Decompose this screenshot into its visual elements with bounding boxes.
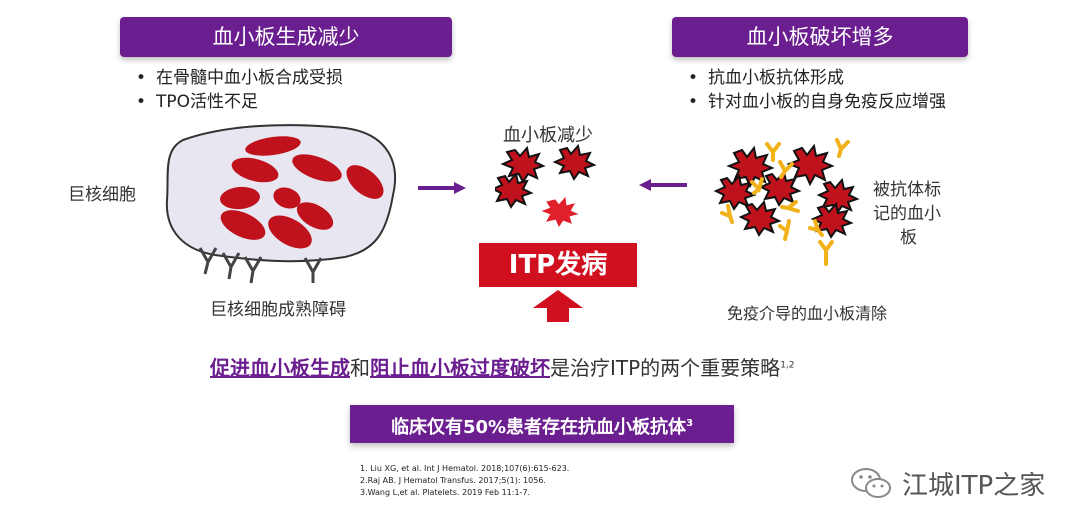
strategy-statement: 促进血小板生成和阻止血小板过度破坏是治疗ITP的两个重要策略1,2 <box>210 352 795 381</box>
spiky-platelets <box>495 143 597 209</box>
clinical-box: 临床仅有50%患者存在抗血小板抗体3 <box>350 405 734 443</box>
strategy-part1: 促进血小板生成 <box>210 356 350 380</box>
clinical-box-text: 临床仅有50%患者存在抗血小板抗体 <box>390 417 687 438</box>
antibody-marks <box>198 247 323 284</box>
immune-caption: 免疫介导的血小板清除 <box>727 304 888 323</box>
megakaryocyte-illustration <box>165 124 397 284</box>
arrow-up-icon <box>533 290 583 322</box>
right-bullets: 抗血小板抗体形成 针对血小板的自身免疫反应增强 <box>688 66 946 114</box>
left-bullet-1: 在骨髓中血小板合成受损 <box>136 66 343 90</box>
antibody-label: 被抗体标 记的血小 板 <box>873 178 941 250</box>
strategy-part2: 阻止血小板过度破坏 <box>370 356 550 380</box>
arrow-right-icon <box>418 182 466 194</box>
clinical-box-citation: 3 <box>686 418 694 429</box>
antibody-label-line-3: 板 <box>900 228 917 248</box>
arrow-left-icon <box>639 179 687 191</box>
antibody-label-line-2: 记的血小 <box>873 204 941 224</box>
reference-2: 2.Raj AB. J Hematol Transfus. 2017;5(1):… <box>360 476 546 485</box>
center-label: 血小板减少 <box>503 125 593 146</box>
strategy-citation: 1,2 <box>780 360 795 371</box>
reference-3: 3.Wang L,et al. Platelets. 2019 Feb 11:1… <box>360 488 531 497</box>
brand-watermark: 江城ITP之家 <box>850 465 1045 502</box>
left-header: 血小板生成减少 <box>120 17 452 57</box>
reference-1: 1. Liu XG, et al. Int J Hematol. 2018;10… <box>360 464 570 473</box>
megakaryocyte-label: 巨核细胞 <box>68 185 136 205</box>
right-header: 血小板破坏增多 <box>672 17 968 57</box>
wechat-icon <box>851 467 891 498</box>
strategy-rest: 是治疗ITP的两个重要策略 <box>550 356 781 380</box>
strategy-and: 和 <box>350 356 370 380</box>
references: 1. Liu XG, et al. Int J Hematol. 2018;10… <box>360 463 569 499</box>
right-bullet-2: 针对血小板的自身免疫反应增强 <box>688 90 946 114</box>
left-bullet-2: TPO活性不足 <box>136 90 343 114</box>
reduced-platelets-illustration <box>495 143 597 228</box>
antibody-label-line-1: 被抗体标 <box>873 180 941 200</box>
platelet-granules <box>220 136 384 249</box>
left-bullets: 在骨髓中血小板合成受损 TPO活性不足 <box>136 66 343 114</box>
megakaryocyte-caption: 巨核细胞成熟障碍 <box>210 300 346 320</box>
right-bullet-1: 抗血小板抗体形成 <box>688 66 946 90</box>
brand-name: 江城ITP之家 <box>902 471 1046 501</box>
antibody-platelets-illustration <box>713 138 860 266</box>
itp-onset-box: ITP发病 <box>479 243 637 287</box>
